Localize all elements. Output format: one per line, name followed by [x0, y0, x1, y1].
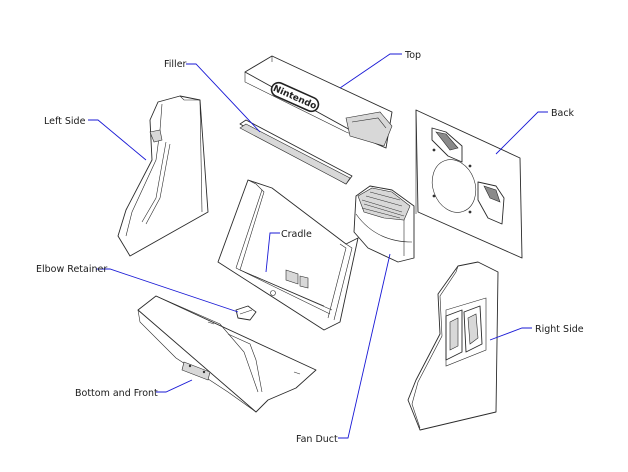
part-left-side	[117, 95, 209, 257]
leader-cradle	[265, 232, 280, 273]
label-cradle: Cradle	[281, 229, 312, 240]
label-bottom-front: Bottom and Front	[75, 388, 158, 399]
leader-elbow-retainer	[96, 268, 239, 313]
leader-top	[339, 53, 402, 89]
part-cradle	[217, 179, 359, 331]
leader-filler	[186, 63, 261, 133]
label-right-side: Right Side	[535, 324, 584, 335]
part-filler	[239, 119, 353, 185]
part-top: Nintendo	[244, 55, 393, 149]
part-back	[415, 109, 523, 259]
label-left-side: Left Side	[44, 116, 86, 127]
label-filler: Filler	[164, 59, 187, 70]
label-back: Back	[551, 108, 575, 119]
leader-lines	[88, 53, 548, 439]
label-fan-duct: Fan Duct	[296, 434, 338, 445]
part-elbow-retainer	[235, 305, 257, 321]
leader-right-side	[489, 327, 532, 341]
part-fan-duct	[353, 185, 415, 263]
label-top: Top	[404, 50, 421, 61]
labels: Top Filler Back Left Side Cradle Elbow R…	[36, 50, 584, 445]
part-bottom-front	[137, 295, 317, 413]
label-elbow-retainer: Elbow Retainer	[36, 264, 107, 275]
nintendo-logo	[270, 81, 320, 113]
leader-bottom-front	[156, 379, 193, 393]
part-right-side	[407, 261, 499, 431]
leader-left-side	[88, 119, 147, 161]
leader-fan-duct	[338, 253, 391, 439]
leader-back	[495, 111, 548, 155]
